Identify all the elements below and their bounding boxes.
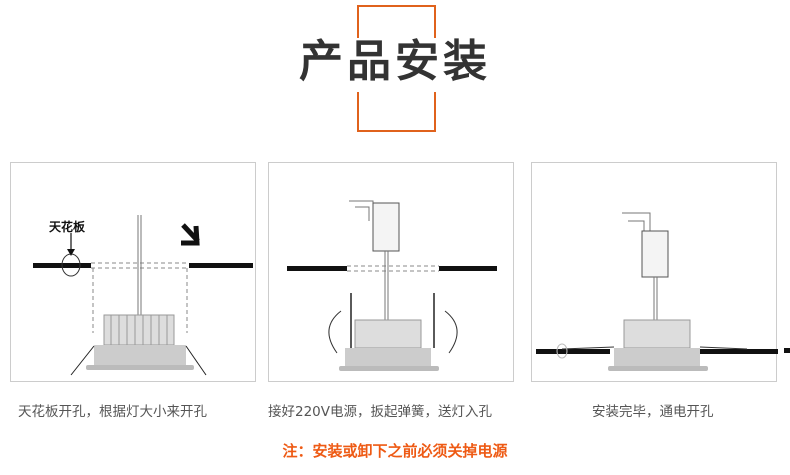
title-frame-bottom <box>357 92 436 132</box>
ceiling-edge <box>784 348 790 353</box>
rotate-arrow-icon <box>328 310 342 354</box>
safety-note: 注：安装或卸下之前必须关掉电源 <box>282 442 508 460</box>
downlight-fixture <box>86 314 194 370</box>
arrow-down-icon <box>67 249 75 256</box>
downlight-fixture <box>354 319 422 349</box>
step-1-caption: 天花板开孔，根据灯大小来开孔 <box>18 404 207 420</box>
ceiling-board <box>33 263 253 268</box>
ceiling-board <box>536 349 610 354</box>
hole-outline <box>91 262 189 333</box>
step-3-caption: 安装完毕，通电开孔 <box>592 404 714 420</box>
step-1-diagram: 天花板 <box>10 162 256 382</box>
title-frame-top <box>357 5 436 38</box>
step-2-diagram <box>268 162 514 382</box>
step-3-diagram <box>531 162 778 382</box>
driver-box <box>372 202 400 252</box>
direction-arrow-icon <box>181 223 200 246</box>
rotate-arrow-icon <box>444 310 458 354</box>
downlight-fixture <box>623 319 691 349</box>
driver-box <box>641 230 669 278</box>
page-title: 产品安装 <box>299 36 491 87</box>
ceiling-label: 天花板 <box>49 219 86 234</box>
step-2-caption: 接好220V电源，扳起弹簧，送灯入孔 <box>268 404 493 420</box>
